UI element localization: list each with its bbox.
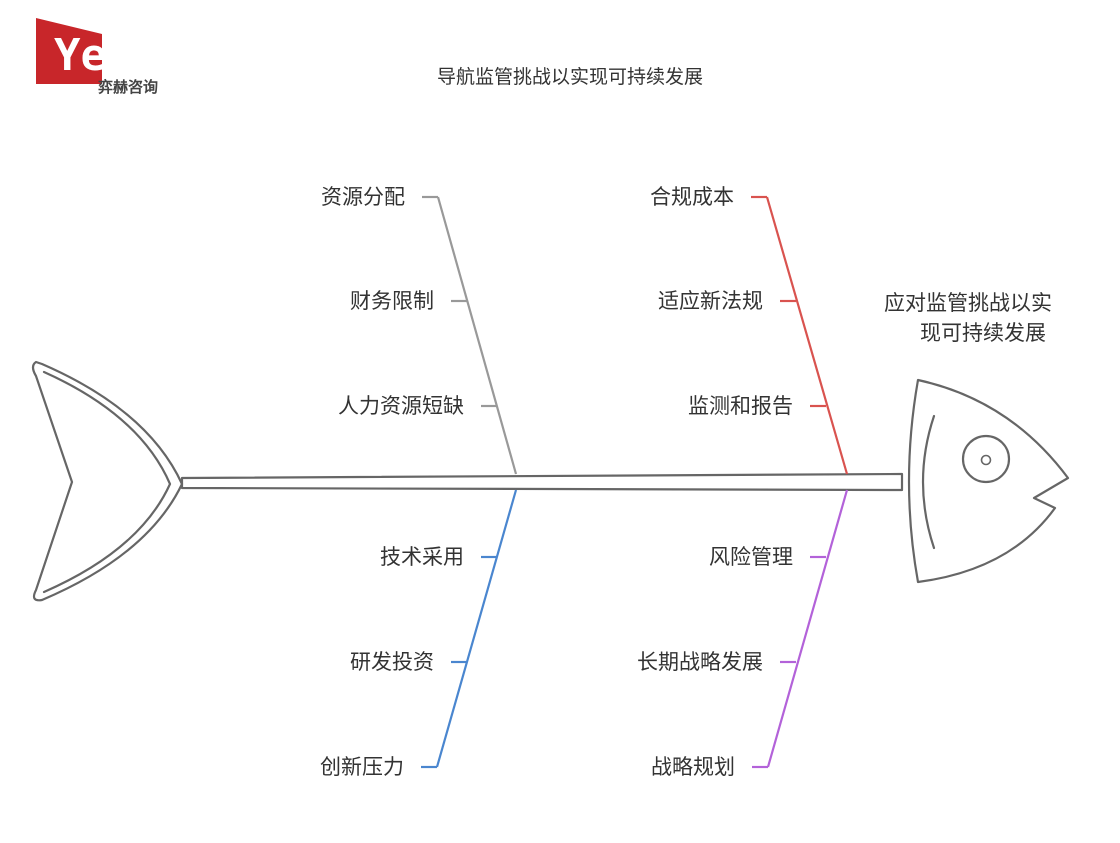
cause-innovation-pressure: 创新压力 [320,755,404,779]
cause-new-regulations: 适应新法规 [658,289,763,313]
cause-risk-management: 风险管理 [709,545,793,569]
cause-resource-allocation: 资源分配 [321,185,405,209]
fish-pupil [980,454,992,466]
logo-red-shape [36,18,102,84]
cause-long-term-strategy: 长期战略发展 [637,650,763,674]
cause-monitoring-reporting: 监测和报告 [688,394,793,418]
logo-subtitle: 弈赫咨询 [98,78,158,96]
fish-eye [961,434,1011,484]
fish-tail [31,360,184,602]
fish-gill [921,414,936,550]
cause-compliance-cost: 合规成本 [650,185,734,209]
bone-lower-left [435,489,518,768]
bone-upper-right [765,196,849,475]
yeeher-logo: Yeeher 弈赫咨询 [36,18,202,96]
cause-hr-shortage: 人力资源短缺 [338,394,464,418]
head-label-line2: 现可持续发展 [920,321,1046,345]
bone-lower-right [766,489,849,768]
bone-upper-left [436,196,518,475]
cause-strategic-planning: 战略规划 [651,755,735,779]
fish-spine [180,472,904,492]
diagram-title: 导航监管挑战以实现可持续发展 [436,66,703,88]
logo-brand: Yeeher [54,30,202,81]
head-label-line1: 应对监管挑战以实 [884,291,1052,315]
fish-head [907,378,1070,584]
cause-rd-investment: 研发投资 [350,650,434,674]
cause-financial-limits: 财务限制 [350,289,434,313]
cause-tech-adoption: 技术采用 [380,545,464,569]
fish-tail-inner [42,370,172,594]
